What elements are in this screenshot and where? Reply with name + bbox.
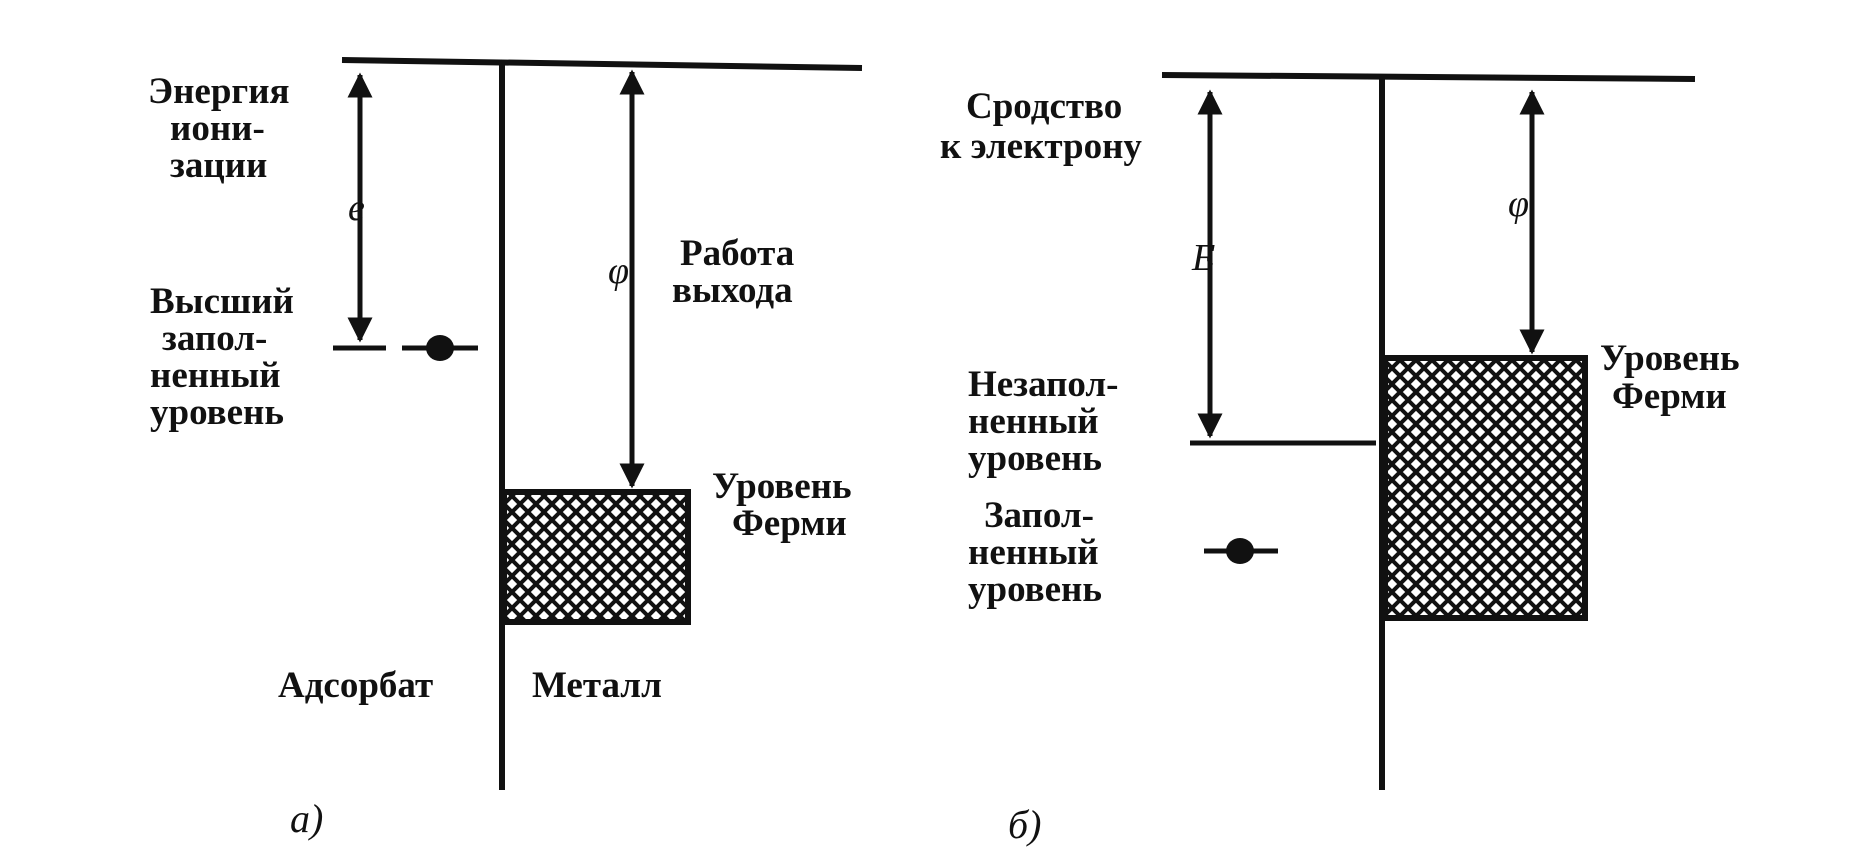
metal-label: Металл	[532, 665, 662, 706]
symbol-e: e	[348, 187, 365, 229]
vacuum-level-line-a	[341, 57, 863, 71]
panel-b: Сродство к электрону E φ Уровень Ферми Н…	[940, 72, 1749, 847]
caption-b: б)	[1008, 802, 1041, 847]
fermi-band-box-b	[1382, 355, 1588, 621]
vacuum-level-line-b	[1161, 72, 1696, 82]
electron-affinity-label: Сродство к электрону	[940, 86, 1142, 167]
work-function-label: Работа выхода	[672, 233, 804, 311]
ionization-energy-label: Энергия иони- зации	[148, 71, 299, 186]
fermi-band-box-a	[501, 489, 691, 625]
unfilled-level-label: Незапол- ненный уровень	[968, 364, 1128, 479]
fermi-level-label-a: Уровень Ферми	[712, 466, 861, 544]
panel-a: Энергия иони- зации e Высший запол- ненн…	[148, 57, 863, 841]
caption-a: а)	[290, 796, 323, 841]
electron-dot-b	[1226, 538, 1254, 564]
electron-dot-a	[426, 335, 454, 361]
symbol-phi-b: φ	[1508, 183, 1529, 225]
symbol-E: E	[1191, 237, 1215, 279]
highest-filled-level-label: Высший запол- ненный уровень	[150, 281, 303, 433]
adsorbate-label: Адсорбат	[278, 665, 433, 706]
fermi-level-label-b: Уровень Ферми	[1600, 338, 1749, 417]
filled-level-label: Запол- ненный уровень	[968, 495, 1108, 610]
symbol-phi-a: φ	[608, 250, 629, 292]
